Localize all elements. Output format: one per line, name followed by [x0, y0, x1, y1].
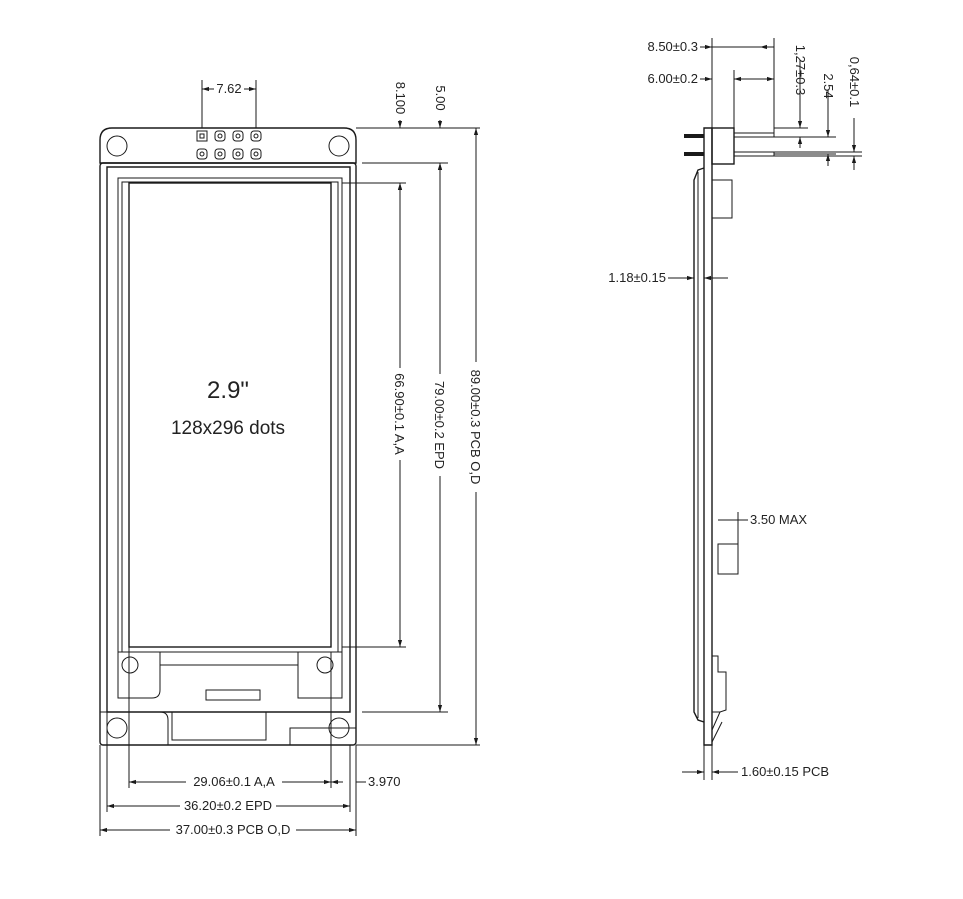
dim-height-pcb: 89.00±0.3 PCB O,D: [468, 370, 483, 485]
side-view: 8.50±0.3 6.00±0.2 1,27±0.3 2.54 0,64±0.1…: [608, 38, 862, 780]
header-pins: [684, 132, 775, 157]
dim-width-pcb: 37.00±0.3 PCB O,D: [176, 822, 291, 837]
dim-pin-offset: 1,27±0.3: [793, 45, 808, 96]
display-resolution-label: 128x296 dots: [171, 418, 285, 439]
dim-pcb-thickness: 1.60±0.15 PCB: [741, 764, 829, 779]
side-pcb: [703, 127, 713, 746]
display-size-label: 2.9": [207, 377, 249, 404]
dim-header-length: 8.50±0.3: [647, 39, 698, 54]
dim-right-offset: 3.970: [368, 774, 401, 789]
dim-panel-thickness: 1.18±0.15: [608, 270, 666, 285]
dim-top-offset-epd: 5.00: [433, 85, 448, 110]
dim-pin-pitch: 7.62: [216, 81, 241, 96]
pin-header-body: [711, 127, 735, 165]
side-epd-panel: [693, 167, 705, 723]
dim-width-aa: 29.06±0.1 A,A: [193, 774, 275, 789]
epd-panel-outline: [106, 166, 351, 713]
dim-header-body: 6.00±0.2: [647, 71, 698, 86]
dim-top-offset-aa: 8.100: [393, 82, 408, 115]
epd-lower-ledge: [118, 651, 342, 665]
active-area: [128, 182, 332, 648]
mounting-hole: [106, 717, 128, 739]
mounting-hole: [121, 656, 139, 674]
pcb-bottom-cutout: [100, 711, 356, 745]
mounting-hole: [106, 135, 128, 157]
dim-height-epd: 79.00±0.2 EPD: [432, 381, 447, 469]
pin-header-pads: [196, 130, 262, 160]
fpc-connector: [205, 689, 261, 701]
dim-pin-pitch-side: 2.54: [821, 73, 836, 98]
dim-height-aa: 66.90±0.1 A,A: [392, 373, 407, 455]
side-component: [711, 179, 733, 219]
dim-component-height: 3.50 MAX: [750, 512, 807, 527]
dim-pin-size: 0,64±0.1: [847, 57, 862, 108]
dim-width-epd: 36.20±0.2 EPD: [184, 798, 272, 813]
mounting-hole: [328, 135, 350, 157]
epd-inner-frame: [121, 181, 339, 653]
mounting-hole: [316, 656, 334, 674]
side-component: [717, 543, 739, 575]
side-component: [712, 655, 727, 713]
front-view: 2.9" 128x296 dots 7.62 8.100 5.00 66.90±…: [99, 80, 483, 837]
pcb-body: [99, 162, 357, 746]
pcb-outline: [99, 127, 357, 164]
